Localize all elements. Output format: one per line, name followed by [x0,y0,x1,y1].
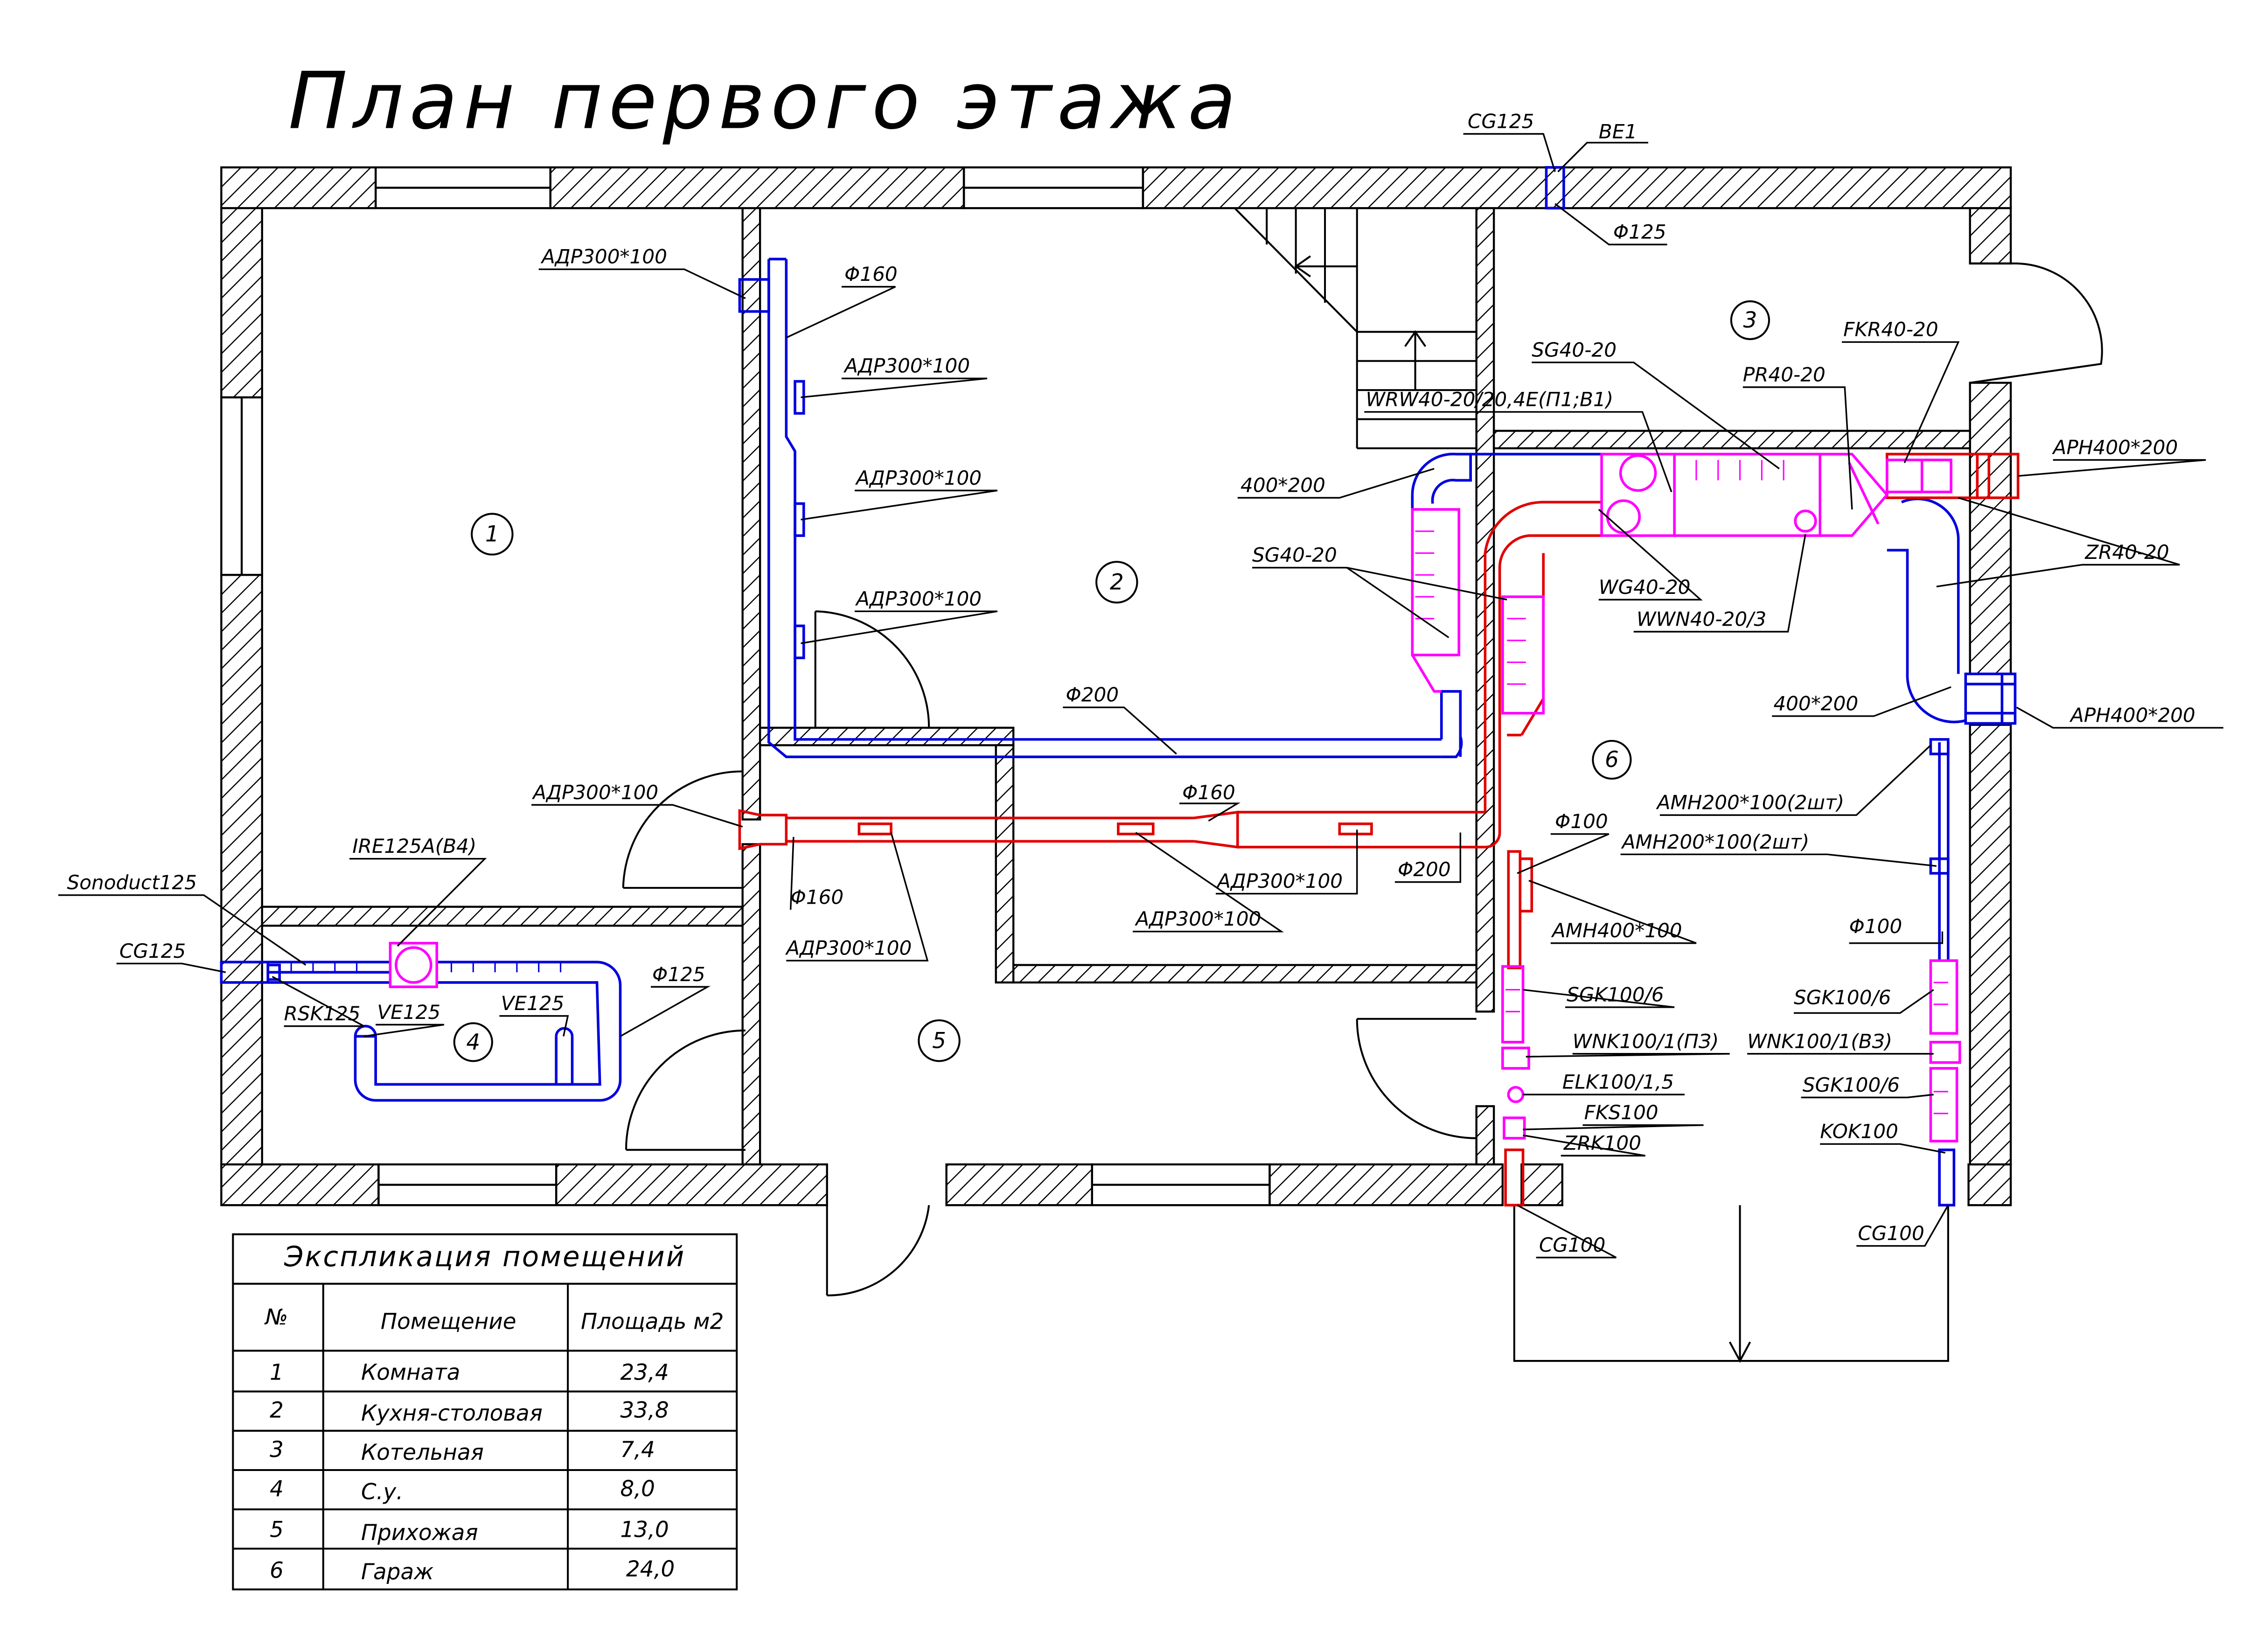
label-phi160-3: Φ160 [791,885,844,908]
label-phi200-1: Φ200 [1066,683,1119,706]
label-adr-1: АДР300*100 [540,245,667,268]
explication-title: Экспликация помещений [284,1241,685,1273]
leader-lines [58,133,2223,1259]
label-sgk-3: SGK100/6 [1803,1073,1900,1096]
label-pr40: PR40-20 [1743,363,1826,386]
label-sgk-2: SGK100/6 [1794,986,1891,1009]
labels: CG125 BE1 Φ125 АДР300*100 Φ160 АДР300*10… [67,110,2195,1256]
explication-row-5-area: 13,0 [620,1518,669,1543]
explication-row-6-area: 24,0 [626,1557,675,1582]
explication-row-4-area: 8,0 [620,1477,655,1502]
label-400x200-2: 400*200 [1773,692,1858,715]
label-sg40-top: SG40-20 [1532,338,1617,361]
room-number-6: 6 [1605,747,1619,773]
equipment-ticks [1415,460,1948,1115]
explication-header-room: Помещение [381,1309,516,1334]
label-aph-2: АРН400*200 [2069,704,2195,726]
label-phi125-top: Φ125 [1613,221,1666,244]
label-cg100-2: CG100 [1858,1222,1924,1245]
label-wg40: WG40-20 [1599,576,1691,599]
explication-row-4-room: С.у. [361,1479,403,1505]
room-number-4: 4 [466,1030,480,1055]
stairs [1234,207,1477,449]
walls [220,166,2012,1206]
label-phi100-1: Φ100 [1555,810,1608,833]
label-wnk-2: WNK100/1(ВЗ) [1747,1030,1892,1053]
label-ve125-1: VE125 [377,1001,440,1024]
label-cg100-1: CG100 [1539,1234,1605,1256]
label-wwn40: WWN40-20/3 [1637,608,1766,631]
doors [622,262,2103,1363]
label-400x200-1: 400*200 [1240,474,1325,497]
label-fks: FKS100 [1584,1101,1659,1124]
label-cg125-top: CG125 [1468,110,1534,133]
room-number-5: 5 [932,1028,946,1053]
explication-row-4-number: 4 [270,1477,284,1502]
explication-row-6-number: 6 [270,1558,284,1583]
label-wnk-1: WNK100/1(ПЗ) [1573,1030,1719,1053]
explication-row-3-area: 7,4 [620,1437,655,1463]
room-number-1: 1 [485,522,499,547]
explication-header-number: № [264,1305,288,1330]
label-cg125-left: CG125 [119,940,186,962]
label-adr-4: АДР300*100 [855,587,982,610]
explication-table [232,1233,738,1590]
label-ire125: IRE125A(B4) [352,835,476,857]
supply-duct-ticks [290,962,562,973]
explication-row-2-area: 33,8 [620,1398,669,1423]
windows [220,166,1271,1206]
supply-ducts [220,166,2017,1207]
label-zrk: ZRK100 [1563,1132,1641,1155]
label-rsk125: RSK125 [284,1002,361,1025]
label-aph-1: АРН400*200 [2052,436,2178,459]
explication-row-5-number: 5 [270,1518,284,1543]
label-elk: ELK100/1,5 [1562,1071,1674,1094]
label-adr-5: АДР300*100 [531,781,658,804]
explication-row-2-room: Кухня-столовая [361,1401,543,1426]
explication-row-3-room: Котельная [361,1440,484,1465]
explication-row-2-number: 2 [270,1398,284,1423]
label-amh-2: АМН200*100(2шт) [1621,830,1809,853]
explication-row-5-room: Прихожая [361,1520,478,1546]
label-phi100-2: Φ100 [1849,915,1903,938]
label-fkr40: FKR40-20 [1843,318,1938,341]
label-wrw40: WRW40-20/20,4E(П1;В1) [1366,388,1613,411]
label-phi125-left: Φ125 [652,963,705,986]
label-adr-2: АДР300*100 [843,355,970,377]
explication-row-1-room: Комната [361,1360,460,1386]
label-phi160-1: Φ160 [844,263,898,286]
drawing-title: План первого этажа [288,56,1242,147]
label-ve125-2: VE125 [501,992,564,1015]
label-sg40-left: SG40-20 [1252,544,1337,566]
explication-row-6-room: Гараж [361,1560,433,1585]
label-amh400: АМН400*100 [1551,919,1682,942]
explication-header-area: Площадь м2 [581,1309,724,1334]
label-sgk-1: SGK100/6 [1567,983,1664,1006]
equipment [389,453,1961,1143]
room-markers [453,300,1770,1062]
label-phi160-2: Φ160 [1182,781,1235,804]
label-phi200-2: Φ200 [1398,858,1451,881]
label-kok: KOK100 [1820,1120,1898,1143]
label-adr-6: АДР300*100 [785,937,912,960]
label-sonoduct: Sonoduct125 [67,871,197,894]
room-number-2: 2 [1110,570,1124,595]
label-zr40: ZR40-20 [2084,541,2169,564]
explication-row-3-number: 3 [270,1437,284,1463]
label-adr-3: АДР300*100 [855,467,982,489]
room-number-3: 3 [1743,308,1757,333]
label-amh-1: АМН200*100(2шт) [1656,791,1844,814]
explication-row-1-area: 23,4 [620,1360,669,1386]
label-be1: BE1 [1599,120,1637,143]
label-adr-7: АДР300*100 [1134,907,1261,930]
explication-row-1-number: 1 [270,1360,284,1386]
label-adr-8: АДР300*100 [1216,870,1343,892]
